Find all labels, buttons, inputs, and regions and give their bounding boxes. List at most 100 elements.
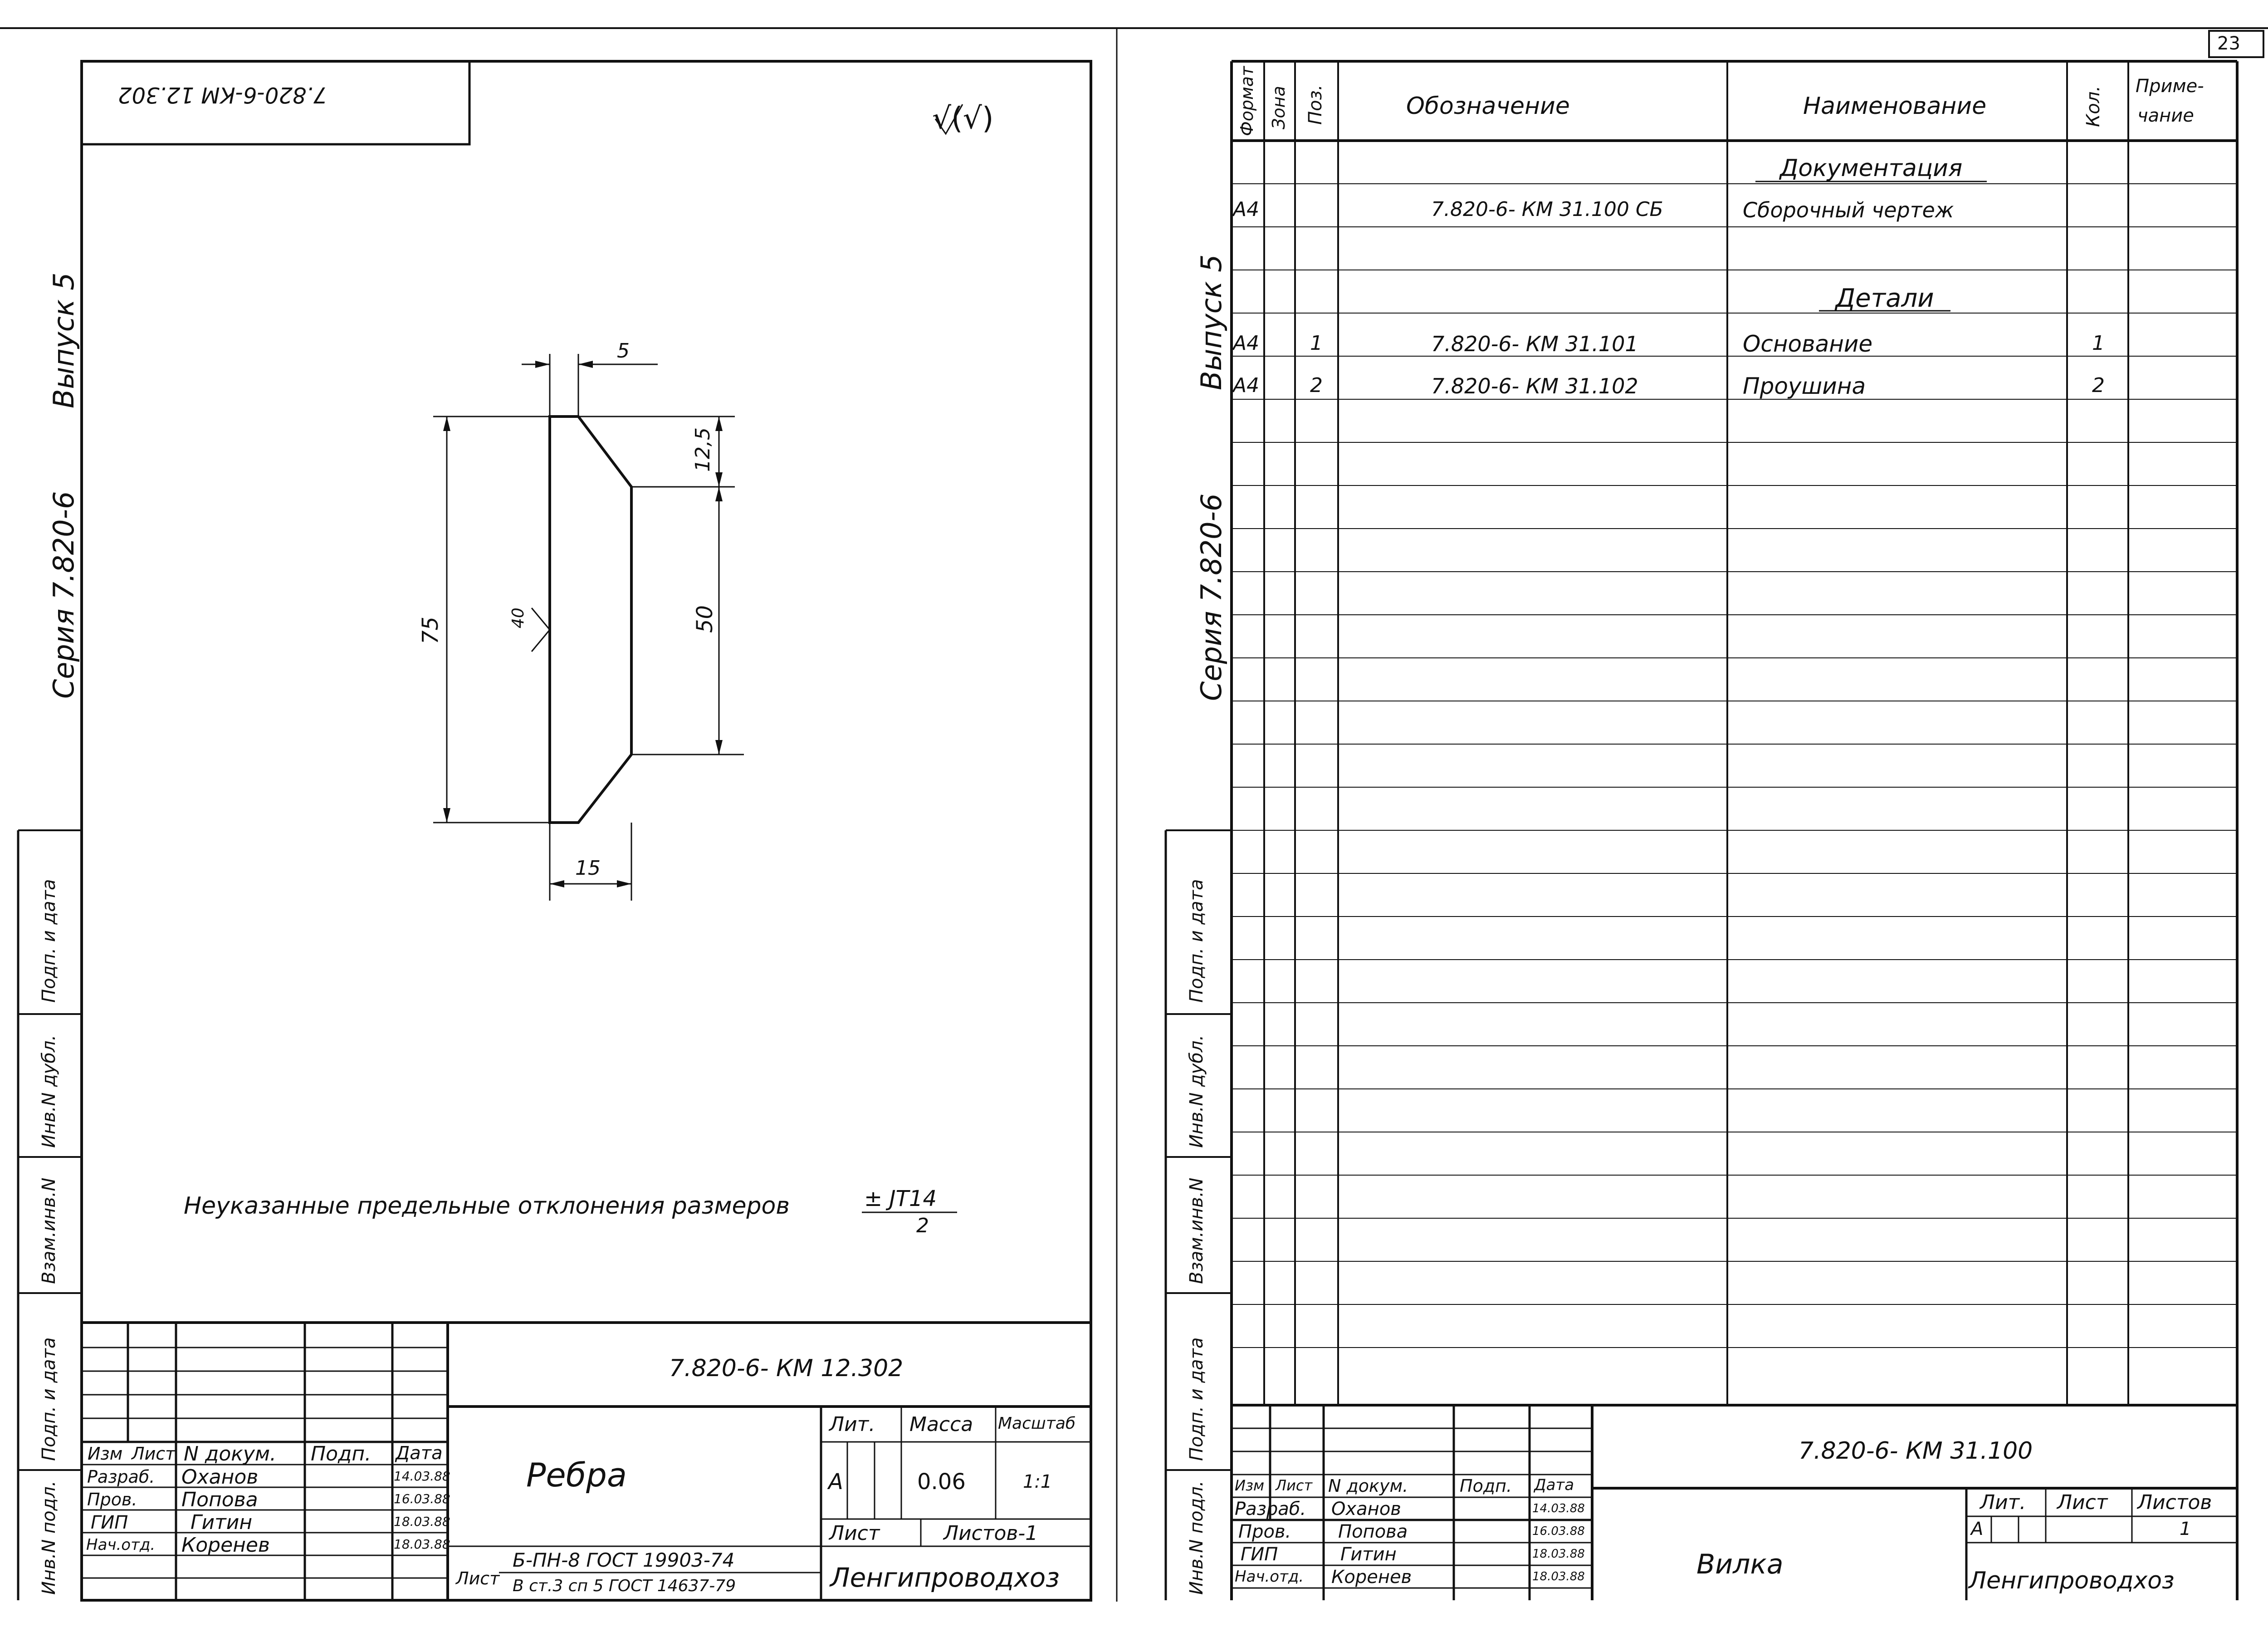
right-tb-name-gip: Гитин <box>1340 1544 1397 1565</box>
left-tb-material-bottom: В ст.3 сп 5 ГОСТ 14637-79 <box>513 1577 736 1595</box>
spec-row-2-name: Проушина <box>1743 373 1866 399</box>
tolerance-denominator: 2 <box>916 1214 929 1237</box>
right-tb-h-list: Лист <box>1276 1477 1313 1494</box>
sheet-code-flipped: 7.820-6-КМ 12.302 <box>118 82 327 108</box>
left-tb-name-razrab: Оханов <box>181 1465 259 1489</box>
left-tb-h-izm: Изм <box>88 1444 123 1464</box>
roughness-mark: √(√) <box>932 101 994 136</box>
left-tb-code: 7.820-6- КМ 12.302 <box>669 1355 904 1382</box>
right-tb-name-prov: Попова <box>1338 1521 1408 1542</box>
left-tb-material-label: Лист <box>456 1568 500 1588</box>
spec-row-1-designation: 7.820-6- КМ 31.101 <box>1431 332 1638 356</box>
spec-row-1-name: Основание <box>1743 331 1873 357</box>
left-tb-title: Ребра <box>526 1456 627 1494</box>
spec-header-pos: Поз. <box>1305 84 1326 125</box>
left-tb-date-nach: 18.03.88 <box>394 1537 450 1552</box>
left-tb-role-razrab: Разраб. <box>87 1467 155 1487</box>
right-tb-role-gip: ГИП <box>1241 1544 1278 1565</box>
right-tb-role-nach: Нач.отд. <box>1235 1568 1304 1586</box>
dim-15: 15 <box>575 857 601 880</box>
left-stamp-inv-dubl: Инв.N дубл. <box>39 1034 59 1148</box>
left-tb-org: Ленгипроводхоз <box>830 1562 1060 1593</box>
left-stamp-inv-podl: Инв.N подл. <box>39 1480 59 1595</box>
left-tb-date-gip: 18.03.88 <box>394 1514 450 1529</box>
right-stamp-vzam-inv: Взам.инв.N <box>1186 1177 1207 1284</box>
right-stamp-inv-podl: Инв.N подл. <box>1186 1480 1207 1595</box>
right-tb-h-ndoc: N докум. <box>1328 1476 1408 1496</box>
left-tb-name-gip: Гитин <box>191 1511 253 1534</box>
right-tb-h-podp: Подп. <box>1460 1476 1512 1496</box>
right-tb-org: Ленгипроводхоз <box>1969 1567 2175 1594</box>
spec-section-parts: Детали <box>1835 284 1934 313</box>
right-tb-lit-value: А <box>1971 1519 1984 1539</box>
spec-section-docs: Документация <box>1779 155 1963 182</box>
left-margin-issue: Выпуск 5 <box>47 272 80 408</box>
dim-r40: 40 <box>509 608 528 628</box>
right-tb-name-nach: Коренев <box>1331 1567 1412 1588</box>
left-tb-scale-label: Масштаб <box>998 1414 1076 1433</box>
right-tb-date-nach: 18.03.88 <box>1532 1570 1585 1583</box>
left-tb-h-ndoc: N докум. <box>184 1442 277 1465</box>
left-tb-sheets-label: Листов-1 <box>943 1522 1038 1545</box>
left-margin-series: Серия 7.820-6 <box>47 491 80 699</box>
spec-row-0-name: Сборочный чертеж <box>1743 198 1954 222</box>
right-tb-date-gip: 18.03.88 <box>1532 1547 1585 1561</box>
left-tb-h-podp: Подп. <box>311 1442 371 1465</box>
spec-header-format: Формат <box>1237 66 1257 136</box>
left-tb-name-prov: Попова <box>181 1488 258 1511</box>
left-tb-date-razrab: 14.03.88 <box>394 1469 450 1484</box>
dim-75: 75 <box>418 616 443 644</box>
spec-header-note-2: чание <box>2137 105 2194 126</box>
spec-header-qty: Кол. <box>2083 85 2104 127</box>
spec-header-note-1: Приме- <box>2136 76 2204 97</box>
dim-5: 5 <box>617 339 630 363</box>
right-tb-sheet-label: Лист <box>2057 1491 2108 1514</box>
spec-row-2-format: А4 <box>1233 374 1260 397</box>
tolerance-note: Неуказанные предельные отклонения размер… <box>184 1192 790 1220</box>
left-tb-mass-label: Масса <box>909 1413 973 1436</box>
left-tb-role-prov: Пров. <box>87 1490 137 1510</box>
spec-row-2-qty: 2 <box>2092 374 2105 397</box>
right-tb-code: 7.820-6- КМ 31.100 <box>1799 1437 2033 1465</box>
spec-row-1-qty: 1 <box>2092 332 2105 355</box>
right-tb-date-prov: 16.03.88 <box>1532 1524 1585 1538</box>
spec-row-2-designation: 7.820-6- КМ 31.102 <box>1431 374 1638 398</box>
right-tb-h-izm: Изм <box>1235 1477 1265 1494</box>
left-tb-role-nach: Нач.отд. <box>86 1536 156 1554</box>
left-tb-h-data: Дата <box>396 1443 443 1464</box>
left-tb-sheet-label: Лист <box>829 1522 880 1545</box>
spec-row-0-format: А4 <box>1233 198 1260 221</box>
tolerance-numerator: ± JT14 <box>864 1186 937 1211</box>
right-tb-role-razrab: Разраб. <box>1235 1499 1306 1519</box>
spec-row-0-designation: 7.820-6- КМ 31.100 СБ <box>1431 198 1663 221</box>
left-tb-date-prov: 16.03.88 <box>394 1491 450 1506</box>
right-tb-role-prov: Пров. <box>1238 1521 1291 1542</box>
spec-header-name: Наименование <box>1803 93 1987 120</box>
left-stamp-vzam-inv: Взам.инв.N <box>39 1177 59 1284</box>
left-tb-material-top: Б-ПН-8 ГОСТ 19903-74 <box>513 1549 735 1571</box>
spec-row-1-pos: 1 <box>1310 332 1323 355</box>
right-tb-h-data: Дата <box>1534 1476 1574 1494</box>
left-tb-h-list: Лист <box>132 1444 176 1464</box>
dim-50: 50 <box>692 605 718 633</box>
spec-row-2-pos: 2 <box>1310 374 1323 397</box>
left-stamp-podp-data-top: Подп. и дата <box>39 879 59 1003</box>
right-stamp-inv-dubl: Инв.N дубл. <box>1186 1034 1207 1148</box>
right-stamp-podp-data-top: Подп. и дата <box>1186 879 1207 1003</box>
right-stamp-podp-data: Подп. и дата <box>1186 1337 1207 1461</box>
right-margin-issue: Выпуск 5 <box>1195 254 1228 390</box>
left-tb-lit-label: Лит. <box>829 1413 875 1436</box>
page-number: 23 <box>2217 33 2240 54</box>
spec-header-designation: Обозначение <box>1406 93 1570 120</box>
right-tb-name-razrab: Оханов <box>1331 1499 1401 1519</box>
right-tb-sheets-value: 1 <box>2180 1519 2191 1539</box>
left-tb-name-nach: Коренев <box>181 1534 270 1557</box>
spec-row-1-format: А4 <box>1233 332 1260 355</box>
left-tb-scale-value: 1:1 <box>1023 1471 1052 1492</box>
spec-header-zone: Зона <box>1269 86 1289 129</box>
right-tb-date-razrab: 14.03.88 <box>1532 1502 1585 1515</box>
right-margin-series: Серия 7.820-6 <box>1195 493 1228 701</box>
left-stamp-podp-data: Подп. и дата <box>39 1337 59 1461</box>
left-tb-role-gip: ГИП <box>91 1512 128 1533</box>
